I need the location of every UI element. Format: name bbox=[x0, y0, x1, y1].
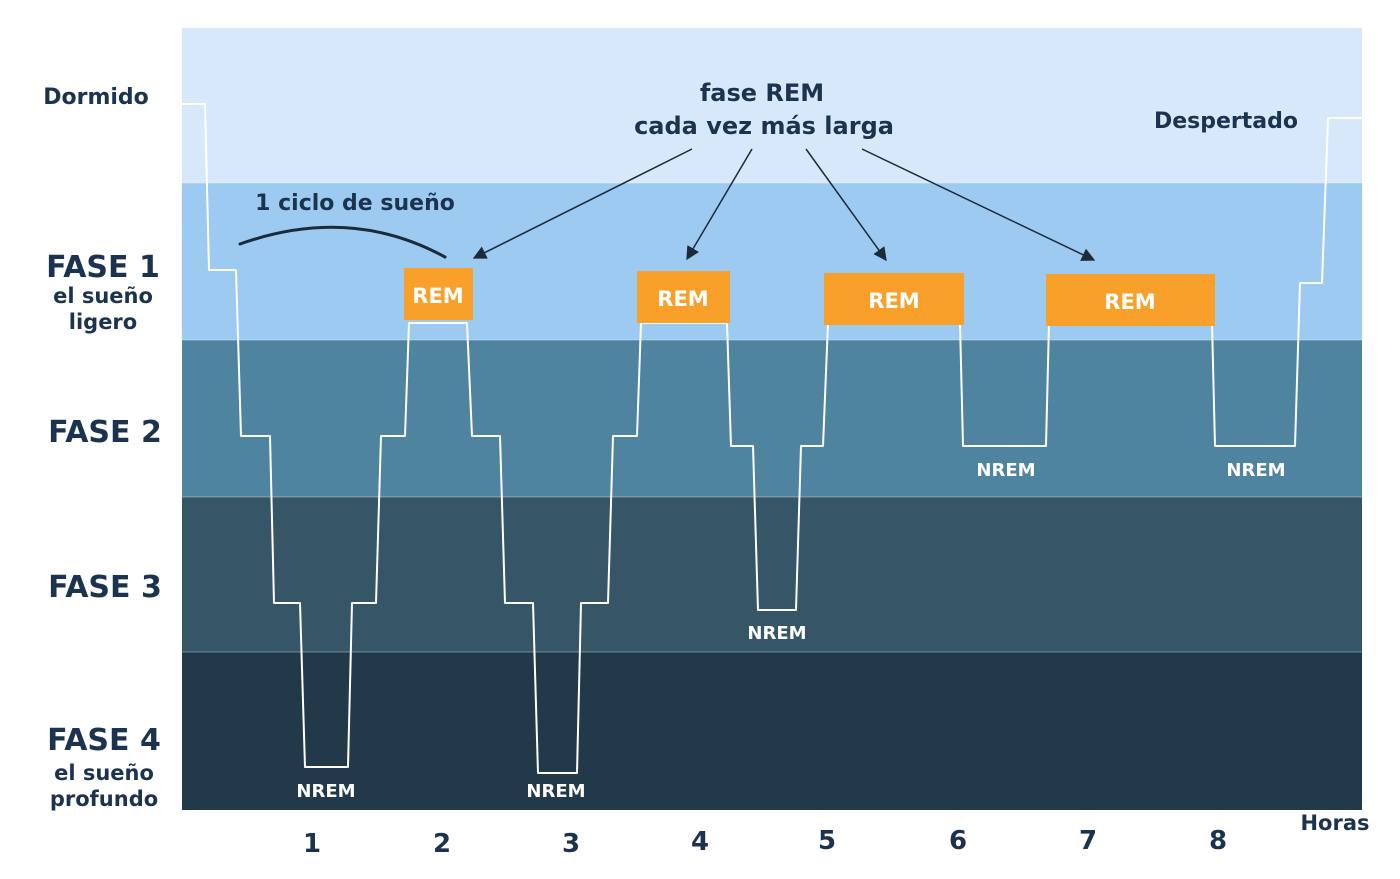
hour-label: 3 bbox=[562, 829, 580, 859]
hour-label: 5 bbox=[818, 826, 836, 856]
nrem-label: NREM bbox=[1226, 460, 1285, 481]
rem-box bbox=[1046, 274, 1215, 326]
awake-start-label: Dormido bbox=[43, 85, 149, 110]
rem-arrow bbox=[472, 148, 693, 259]
rem-box bbox=[404, 268, 473, 320]
fase4-title: FASE 4 bbox=[47, 723, 161, 758]
rem-note-line2: cada vez más larga bbox=[634, 112, 894, 140]
awake-end-label: Despertado bbox=[1154, 109, 1298, 134]
fase4-subtitle: profundo bbox=[50, 787, 158, 811]
band-fase2 bbox=[182, 340, 1362, 497]
fase4-subtitle: el sueño bbox=[54, 761, 154, 785]
rem-arrow bbox=[805, 148, 887, 262]
nrem-label: NREM bbox=[526, 781, 585, 802]
fase1-subtitle: ligero bbox=[69, 310, 137, 334]
nrem-label: NREM bbox=[976, 460, 1035, 481]
hour-label: 8 bbox=[1209, 826, 1227, 856]
rem-box bbox=[824, 273, 964, 325]
rem-label: REM bbox=[657, 287, 708, 311]
hours-axis-label: Horas bbox=[1300, 811, 1369, 835]
fase1-title: FASE 1 bbox=[46, 250, 160, 285]
cycle-arc bbox=[238, 225, 447, 259]
hour-label: 2 bbox=[433, 829, 451, 859]
rem-arrow bbox=[861, 148, 1096, 261]
nrem-label: NREM bbox=[747, 623, 806, 644]
rem-box bbox=[637, 271, 730, 323]
fase3-title: FASE 3 bbox=[48, 570, 162, 605]
rem-note-line1: fase REM bbox=[700, 79, 824, 107]
rem-label: REM bbox=[868, 289, 919, 313]
band-awake bbox=[182, 28, 1362, 183]
band-fase4 bbox=[182, 652, 1362, 810]
fase2-title: FASE 2 bbox=[48, 415, 162, 450]
fase1-subtitle: el sueño bbox=[53, 284, 153, 308]
rem-label: REM bbox=[412, 284, 463, 308]
rem-arrow bbox=[686, 148, 753, 261]
hour-label: 6 bbox=[949, 826, 967, 856]
nrem-label: NREM bbox=[296, 781, 355, 802]
hour-label: 1 bbox=[303, 829, 321, 859]
hour-label: 4 bbox=[691, 827, 709, 857]
cycle-label: 1 ciclo de sueño bbox=[255, 191, 455, 216]
hour-label: 7 bbox=[1079, 826, 1097, 856]
hypnogram-trace bbox=[182, 103, 1362, 774]
rem-label: REM bbox=[1104, 290, 1155, 314]
